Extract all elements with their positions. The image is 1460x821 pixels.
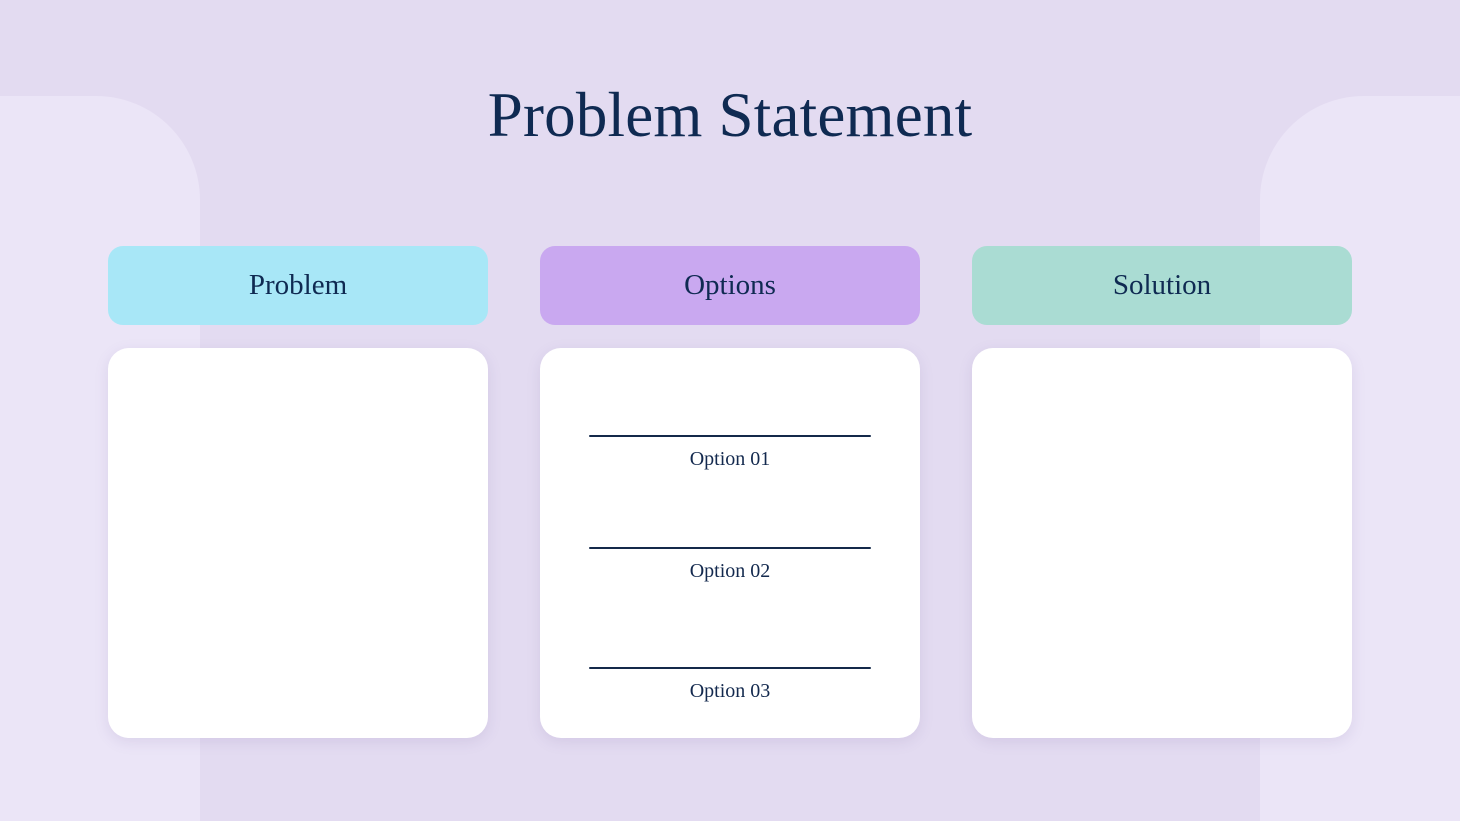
column-header-label: Options [684,269,776,301]
page-title: Problem Statement [487,80,973,150]
columns-container: Problem Options Option 01 Option 02 [108,246,1352,738]
column-options: Options Option 01 Option 02 Option 03 [540,246,920,738]
options-list: Option 01 Option 02 Option 03 [589,348,871,738]
column-header-label: Problem [248,269,348,301]
option-label: Option 02 [689,560,771,582]
option-divider-rule [589,547,871,549]
column-header-label: Solution [1112,269,1212,301]
column-header-options[interactable]: Options [540,246,920,325]
option-divider-rule [589,435,871,437]
column-solution: Solution [972,246,1352,738]
option-label: Option 01 [689,448,771,470]
option-label: Option 03 [689,680,771,702]
list-item[interactable]: Option 03 [589,667,871,701]
column-card-options[interactable]: Option 01 Option 02 Option 03 [540,348,920,738]
column-header-problem[interactable]: Problem [108,246,488,325]
column-card-solution[interactable] [972,348,1352,738]
column-problem: Problem [108,246,488,738]
column-header-solution[interactable]: Solution [972,246,1352,325]
column-card-problem[interactable] [108,348,488,738]
list-item[interactable]: Option 02 [589,547,871,581]
list-item[interactable]: Option 01 [589,435,871,469]
option-divider-rule [589,667,871,669]
